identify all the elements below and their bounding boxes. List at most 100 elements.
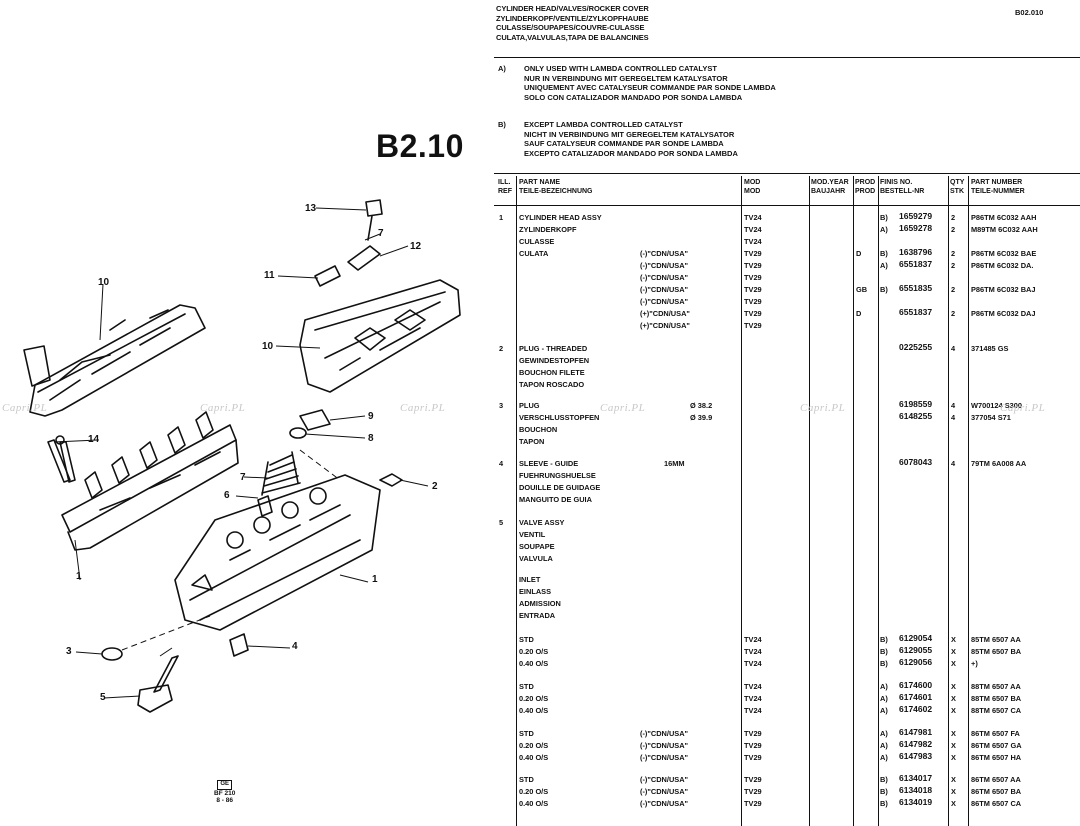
- table-cell-name: GEWINDESTOPFEN: [519, 356, 590, 365]
- table-cell-key: A): [880, 729, 888, 738]
- table-cell-name: INLET: [519, 575, 541, 584]
- header-line: ZYLINDERKOPF/VENTILE/ZYLKOPFHAUBE: [496, 13, 649, 23]
- table-cell-name: TAPON ROSCADO: [519, 380, 585, 389]
- table-cell-mod: TV29: [744, 297, 762, 306]
- table-cell-name: MANGUITO DE GUIA: [519, 495, 592, 504]
- table-cell-condition: (-)"CDN/USA": [640, 297, 689, 306]
- cylinder-head: [174, 474, 381, 631]
- valve: [137, 655, 179, 713]
- table-cell-finis: 6148255: [899, 411, 933, 421]
- table-cell-mod: TV29: [744, 729, 762, 738]
- table-cell-finis: 6129055: [899, 645, 933, 655]
- table-cell-part: 86TM 6507 GA: [971, 741, 1022, 750]
- table-cell-finis: 1638796: [899, 247, 933, 257]
- table-cell-part: +): [971, 659, 978, 668]
- table-cell-qty: 2: [951, 249, 956, 258]
- table-cell-condition: (-)"CDN/USA": [640, 729, 689, 738]
- table-cell-finis: 6134019: [899, 797, 933, 807]
- callout-9: 9: [368, 411, 374, 422]
- table-cell-name: 0.20 O/S: [519, 787, 549, 796]
- table-cell-finis: 6198559: [899, 399, 933, 409]
- table-cell-qty: X: [951, 706, 956, 715]
- table-cell-name: SOUPAPE: [519, 542, 555, 551]
- table-cell-qty: 2: [951, 309, 956, 318]
- table-cell-mod: TV29: [744, 787, 762, 796]
- watermark: Capri.PL: [200, 402, 246, 414]
- table-cell-finis: 6147983: [899, 751, 933, 761]
- table-cell-ref: 4: [499, 459, 504, 468]
- table-cell-condition: 16MM: [664, 459, 685, 468]
- callout-1: 1: [76, 571, 82, 582]
- table-cell-mod: TV24: [744, 237, 762, 246]
- note-line: NICHT IN VERBINDUNG MIT GEREGELTEM KATAL…: [524, 129, 735, 139]
- callout-11: 11: [264, 270, 275, 281]
- table-cell-condition: (-)"CDN/USA": [640, 273, 689, 282]
- table-cell-name: CYLINDER HEAD ASSY: [519, 213, 602, 222]
- table-cell-mod: TV29: [744, 285, 762, 294]
- table-cell-mod: TV29: [744, 775, 762, 784]
- table-cell-part: P86TM 6C032 BAJ: [971, 285, 1036, 294]
- stamp-line: 8 - 86: [216, 797, 233, 804]
- table-cell-condition: (-)"CDN/USA": [640, 285, 689, 294]
- callout-10: 10: [98, 277, 110, 288]
- table-cell-name: PLUG: [519, 401, 540, 410]
- table-cell-qty: X: [951, 694, 956, 703]
- table-cell-key: B): [880, 775, 888, 784]
- table-cell-mod: TV29: [744, 321, 762, 330]
- table-cell-part: 86TM 6507 HA: [971, 753, 1022, 762]
- table-cell-qty: X: [951, 775, 956, 784]
- note-line: NUR IN VERBINDUNG MIT GEREGELTEM KATALYS…: [524, 73, 728, 83]
- note-key: A): [498, 64, 506, 73]
- table-cell-mod: TV29: [744, 741, 762, 750]
- bracket: [314, 265, 341, 287]
- col-divider: [853, 176, 854, 826]
- table-cell-condition: (-)"CDN/USA": [640, 249, 689, 258]
- callout-7: 7: [240, 472, 246, 483]
- note-line: SAUF CATALYSEUR COMMANDE PAR SONDE LAMBD…: [524, 139, 724, 149]
- watermark: Capri.PL: [2, 402, 48, 414]
- note-line: UNIQUEMENT AVEC CATALYSEUR COMMANDE PAR …: [524, 83, 776, 93]
- table-cell-mod: TV24: [744, 706, 762, 715]
- table-cell-key: A): [880, 706, 888, 715]
- bolt: [47, 439, 71, 483]
- table-cell-qty: X: [951, 659, 956, 668]
- table-cell-key: A): [880, 741, 888, 750]
- header-line: CULASSE/SOUPAPES/COUVRE-CULASSE: [496, 23, 645, 33]
- note-a: A) ONLY USED WITH LAMBDA CONTROLLED CATA…: [498, 64, 898, 104]
- callout-14: 14: [88, 434, 100, 445]
- callout-8: 8: [368, 433, 374, 444]
- table-cell-finis: 1659279: [899, 211, 933, 221]
- table-cell-name: PLUG - THREADED: [519, 344, 588, 353]
- table-cell-part: P86TM 6C032 BAE: [971, 249, 1037, 258]
- callout-4: 4: [292, 641, 298, 652]
- table-cell-qty: 4: [951, 401, 956, 410]
- table-cell-condition: (-)"CDN/USA": [640, 753, 689, 762]
- table-cell-qty: X: [951, 635, 956, 644]
- table-cell-name: ENTRADA: [519, 611, 556, 620]
- table-cell-part: M89TM 6C032 AAH: [971, 225, 1038, 234]
- table-cell-key: B): [880, 213, 888, 222]
- callout-1: 1: [372, 574, 378, 585]
- table-cell-condition: (-)"CDN/USA": [640, 741, 689, 750]
- table-cell-finis: 0225255: [899, 342, 933, 352]
- table-cell-qty: 4: [951, 413, 956, 422]
- table-cell-qty: 2: [951, 261, 956, 270]
- col-header-ref: ILL.REF: [498, 179, 512, 195]
- table-cell-prod: D: [856, 309, 862, 318]
- table-cell-qty: 2: [951, 213, 956, 222]
- note-line: ONLY USED WITH LAMBDA CONTROLLED CATALYS…: [524, 64, 717, 73]
- table-cell-part: 371485 GS: [971, 344, 1009, 353]
- top-bolt: [365, 199, 383, 217]
- rocker-shaft: [55, 411, 239, 551]
- top-bolt-shaft: [367, 215, 373, 241]
- table-cell-condition: (+)"CDN/USA": [640, 309, 690, 318]
- table-cell-finis: 6129056: [899, 657, 933, 667]
- table-cell-name: VERSCHLUSSTOPFEN: [519, 413, 600, 422]
- table-cell-qty: X: [951, 753, 956, 762]
- table-cell-name: 0.20 O/S: [519, 741, 549, 750]
- stamp-box: GE: [217, 780, 232, 790]
- table-cell-finis: 1659278: [899, 223, 933, 233]
- table-cell-condition: (-)"CDN/USA": [640, 799, 689, 808]
